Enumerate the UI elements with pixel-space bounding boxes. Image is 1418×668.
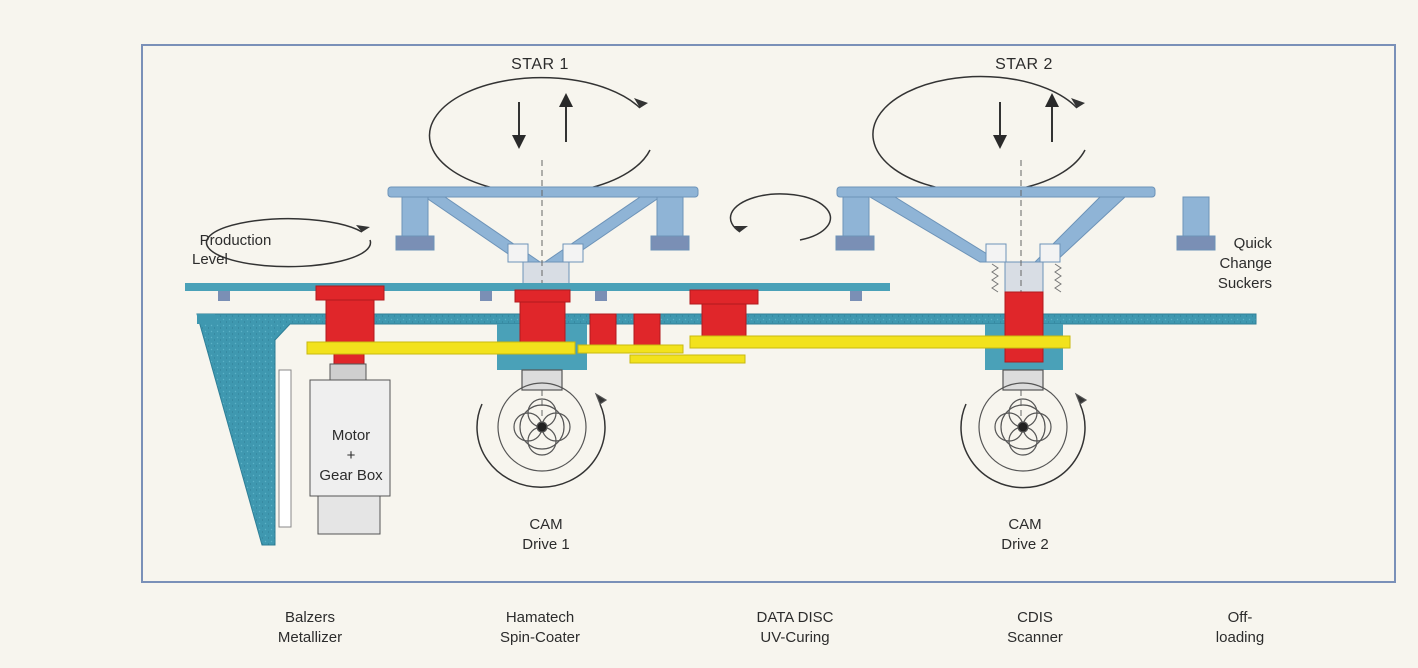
star-1-arm <box>387 186 699 293</box>
station-hamatech: Hamatech Spin-Coater <box>499 609 581 646</box>
motor-gearbox-label: Motor + Gear Box <box>319 427 383 484</box>
production-level-label-2: Level <box>192 251 228 268</box>
cam-drive-2-label: CAM Drive 2 <box>1001 516 1049 553</box>
station-offloading: Off- loading <box>1215 609 1265 646</box>
star-2-label: STAR 2 <box>995 56 1053 73</box>
machine-table <box>196 313 1257 546</box>
rotation-arrow-icon <box>205 217 372 268</box>
quick-change-suckers-label: Quick Change Suckers <box>1217 235 1272 292</box>
station-data-disc: DATA DISC UV-Curing <box>756 609 834 646</box>
diagram-frame <box>141 44 1396 583</box>
yellow-belts <box>306 335 1071 364</box>
station-balzers: Balzers Metallizer <box>277 609 343 646</box>
star-2-rotation <box>872 75 1086 194</box>
rotation-arrow-icon <box>729 193 832 241</box>
cam-drive-1 <box>476 369 608 488</box>
station-cdis: CDIS Scanner <box>1007 609 1063 646</box>
star-1-rotation <box>428 76 651 195</box>
spring-icon <box>991 263 1062 293</box>
star-1-label: STAR 1 <box>511 56 569 73</box>
production-level-label: Production <box>199 232 272 249</box>
star-2-arm <box>835 186 1216 293</box>
cam-drive-2 <box>960 369 1088 489</box>
cam-drive-1-label: CAM Drive 1 <box>522 516 570 553</box>
motor-gearbox <box>278 363 391 535</box>
production-level-plate <box>185 283 890 301</box>
